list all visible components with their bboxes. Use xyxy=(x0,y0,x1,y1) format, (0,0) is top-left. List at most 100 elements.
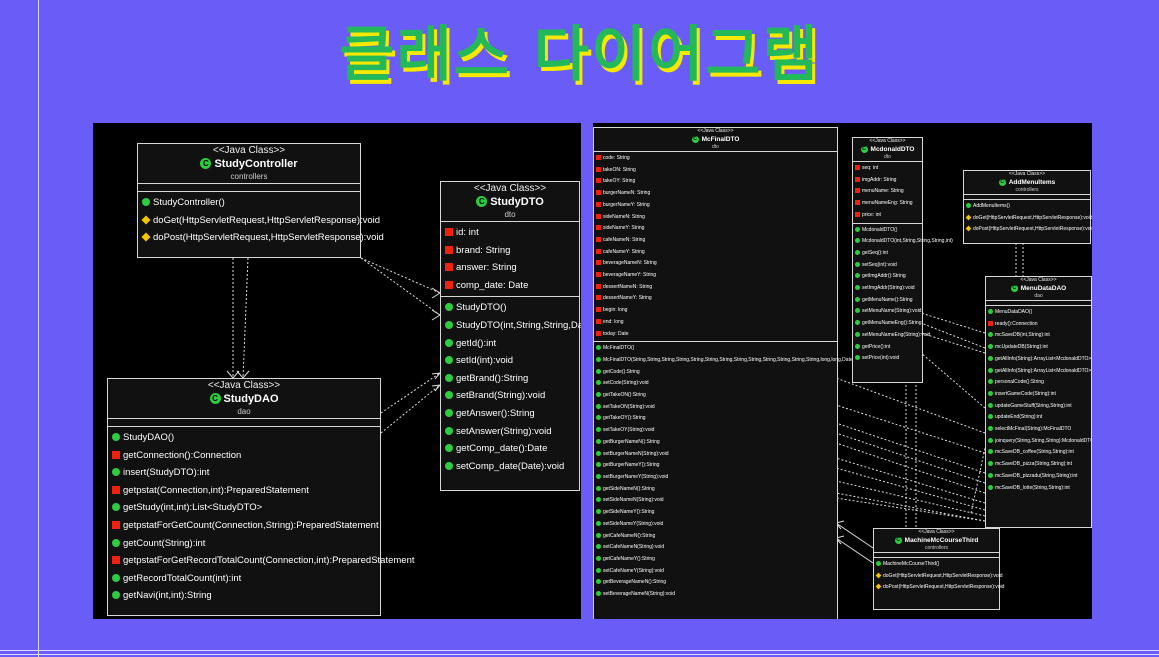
field-row: cafeNameY: String xyxy=(596,247,837,259)
public-method-icon xyxy=(988,379,993,385)
public-method-icon xyxy=(596,544,601,550)
constructor-icon xyxy=(445,320,453,329)
method-row: getSeq():int xyxy=(855,248,922,260)
public-method-icon xyxy=(988,402,993,408)
constructor-icon xyxy=(142,198,150,206)
method-row: setComp_date(Date):void xyxy=(445,458,579,476)
public-method-icon xyxy=(855,355,860,361)
field-row: end: long xyxy=(596,317,837,329)
private-field-icon xyxy=(596,295,601,301)
private-field-icon xyxy=(855,188,860,194)
private-field-icon xyxy=(596,190,601,196)
private-field-icon xyxy=(596,318,601,324)
package-label: controllers xyxy=(1015,187,1039,193)
method-row: setMenuName(String):void xyxy=(855,306,922,318)
private-field-icon xyxy=(596,307,601,313)
method-row: setTakeOY(String):void xyxy=(596,425,837,437)
public-method-icon xyxy=(876,561,881,566)
method-row: MenuDataDAO() xyxy=(988,307,1091,319)
private-method-icon xyxy=(112,556,120,565)
method-row: selectMcFinal(String):McFinalDTO xyxy=(988,424,1091,436)
field-row: sideNameY: String xyxy=(596,223,837,235)
public-method-icon xyxy=(855,238,860,244)
public-method-icon xyxy=(855,226,860,232)
private-field-icon xyxy=(596,260,601,266)
method-row: getBeverageNameN():String xyxy=(596,577,837,589)
private-field-icon xyxy=(855,200,860,206)
package-label: dto xyxy=(712,144,719,150)
studydto-class-box[interactable]: <<Java Class>> StudyDTO dto id: int bran… xyxy=(440,181,581,491)
method-row: getTakeOY():String xyxy=(596,413,837,425)
mcfinaldto-class-box[interactable]: <<Java Class>> McFinalDTO dto code: Stri… xyxy=(593,127,854,619)
public-method-icon xyxy=(988,437,993,443)
class-icon xyxy=(691,136,699,143)
method-row: setPrice(int):void xyxy=(855,353,922,365)
menudatadao-class-box[interactable]: <<Java Class>> MenuDataDAO dao MenuDataD… xyxy=(985,276,1092,528)
method-row: joinquery(String,String,String):Mcdonald… xyxy=(988,436,1092,448)
method-row: setAnswer(String):void xyxy=(445,423,579,441)
slide-title: 클래스 다이어그램 xyxy=(339,20,820,90)
method-row: getMenuNameEng():String xyxy=(855,318,922,330)
studydao-class-box[interactable]: <<Java Class>> StudyDAO dao StudyDAO() g… xyxy=(107,378,415,616)
method-row: getBrand():String xyxy=(445,370,579,388)
field-row: brand: String xyxy=(445,242,579,260)
public-method-icon xyxy=(988,332,993,338)
public-method-icon xyxy=(988,449,993,455)
public-method-icon xyxy=(596,438,601,444)
private-field-icon xyxy=(596,213,601,219)
mcdonalddto-class-box[interactable]: <<Java Class>> McdonaldDTO dto seq: inti… xyxy=(852,137,953,383)
field-row: price: int xyxy=(855,210,922,222)
method-row: StudyController() xyxy=(142,194,360,212)
mcdonald-methods: McdonaldDTO()McdonaldDTO(int,String,Stri… xyxy=(853,224,953,366)
method-row: updateEnd(String):int xyxy=(988,412,1091,424)
public-method-icon xyxy=(445,444,453,453)
method-row: getCount(String):int xyxy=(112,535,380,553)
method-row: setCode(String):void xyxy=(596,378,837,390)
method-row: mcSaveDB_pizza(String,String):int xyxy=(988,459,1091,471)
protected-method-icon xyxy=(875,572,882,579)
method-row: setSeq(int):void xyxy=(855,260,922,272)
method-row: getComp_date():Date xyxy=(445,440,579,458)
addmenuitems-class-box[interactable]: <<Java Class>> AddMenuItems controllers … xyxy=(963,170,1092,244)
private-field-icon xyxy=(596,283,601,289)
field-row: seq: int xyxy=(855,163,922,175)
method-row: setCafeNameY(String):void xyxy=(596,566,837,578)
method-row: setBeverageNameN(String):void xyxy=(596,589,837,601)
public-method-icon xyxy=(596,473,601,479)
class-icon xyxy=(998,179,1006,186)
method-row: StudyDTO() xyxy=(445,299,579,317)
constructor-icon xyxy=(112,433,120,441)
method-row: mcSaveDB_coffee(String,String):int xyxy=(988,447,1091,459)
protected-method-icon xyxy=(875,584,882,590)
class-icon xyxy=(200,158,212,169)
public-method-icon xyxy=(596,497,601,503)
method-row: doGet(HttpServletRequest,HttpServletResp… xyxy=(965,213,1092,225)
public-method-icon xyxy=(988,414,993,420)
private-method-icon xyxy=(112,520,120,529)
private-field-icon xyxy=(855,165,860,170)
public-method-icon xyxy=(596,520,601,526)
public-method-icon xyxy=(112,503,120,512)
private-method-icon xyxy=(112,485,120,494)
studycontroller-class-box[interactable]: <<Java Class>> StudyController controlle… xyxy=(137,143,384,258)
method-row: getCafeNameY():String xyxy=(596,554,837,566)
public-method-icon xyxy=(988,367,993,373)
constructor-icon xyxy=(445,303,453,312)
machinemccoursethird-class-box[interactable]: <<Java Class>> MachineMcCourseThird cont… xyxy=(873,528,1004,610)
field-row: today: Date xyxy=(596,329,837,341)
package-label: dto xyxy=(504,210,516,219)
field-row: burgerNameN: String xyxy=(596,188,837,200)
method-row: getImgAddr():String xyxy=(855,271,922,283)
public-method-icon xyxy=(596,462,601,468)
public-method-icon xyxy=(855,343,860,349)
package-label: controllers xyxy=(230,172,268,181)
protected-method-icon xyxy=(141,232,151,242)
public-method-icon xyxy=(445,461,453,470)
field-row: begin: long xyxy=(596,305,837,317)
method-row: doPost(HttpServletRequest,HttpServletRes… xyxy=(141,229,384,247)
method-row: getNavi(int,int):String xyxy=(112,587,380,605)
public-method-icon xyxy=(855,331,860,337)
method-row: mcSaveDB_pizzadu(String,String):int xyxy=(988,471,1091,483)
